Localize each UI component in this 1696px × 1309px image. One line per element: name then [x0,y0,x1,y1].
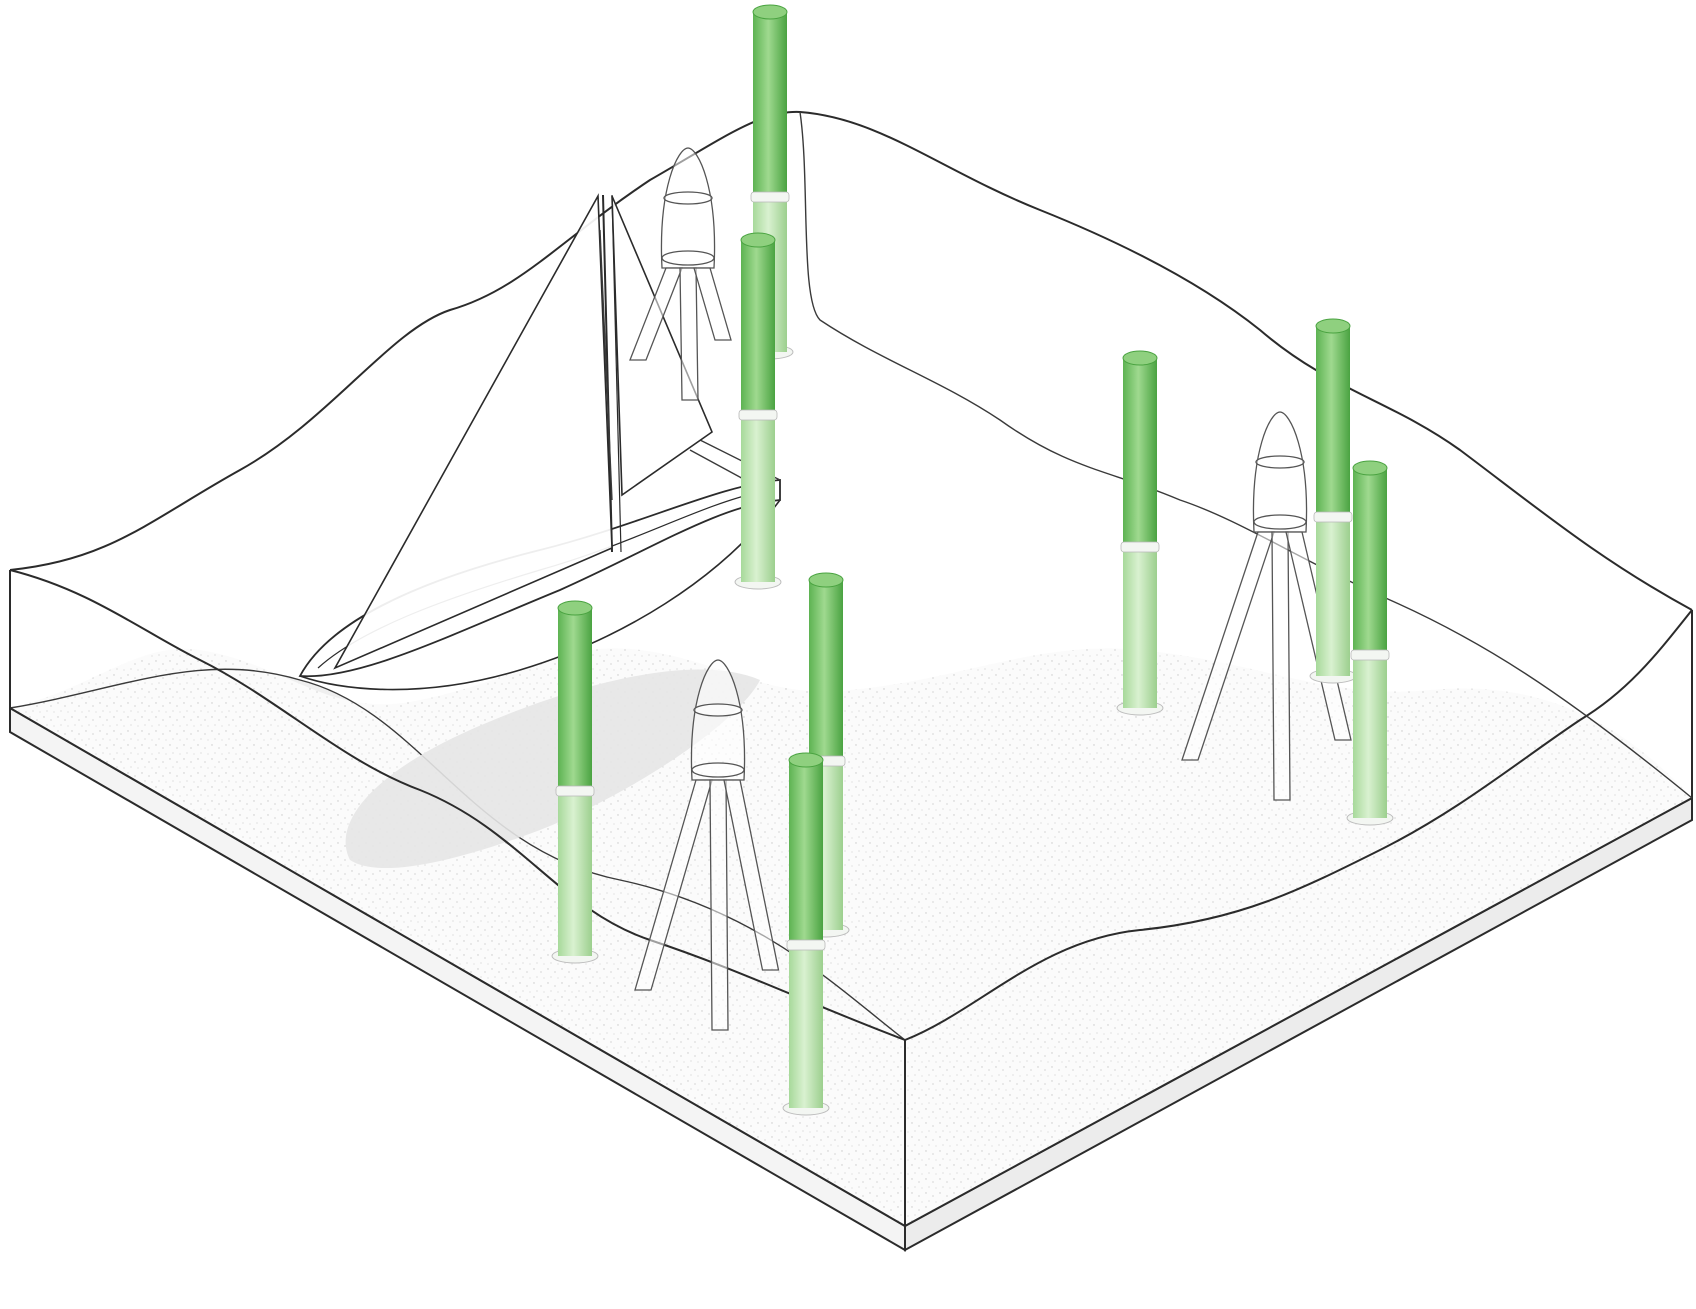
pile-collar [556,786,594,796]
pile-cap [1353,461,1387,475]
tripod-leg [1272,532,1290,800]
tripod-leg [694,268,731,340]
pile-cap [809,573,843,587]
monopile [1347,461,1393,825]
pile-collar [787,940,825,950]
pile-cap [789,753,823,767]
pile-collar [1314,512,1352,522]
pile-upper [753,12,787,196]
monopile [1117,351,1163,715]
monopile [735,233,781,589]
pile-collar [1351,650,1389,660]
tripod-ring [1256,456,1304,468]
tripod-head [661,148,714,268]
pile-upper [558,608,592,790]
pile-upper [809,580,843,760]
monopile [552,601,598,963]
tripod-ring [664,192,712,204]
tripod-head [1253,412,1306,532]
tripod-leg [680,268,698,400]
pile-cap [741,233,775,247]
pile-lower [789,944,823,1108]
pile-collar [739,410,777,420]
pile-collar [751,192,789,202]
pile-upper [1353,468,1387,654]
pile-lower [558,790,592,956]
tripod-ring [694,704,742,716]
monopile [1310,319,1356,683]
pile-lower [1353,654,1387,818]
tripod-ring [692,763,744,777]
tripod-leg [710,780,728,1030]
tripod-ring [662,251,714,265]
pile-upper [1123,358,1157,546]
pile-upper [741,240,775,414]
pile-cap [558,601,592,615]
tripod-ring [1254,515,1306,529]
pile-collar [1121,542,1159,552]
pile-cap [753,5,787,19]
pile-lower [741,414,775,582]
pile-upper [789,760,823,944]
monopile [783,753,829,1115]
pile-cap [1316,319,1350,333]
pile-lower [1316,516,1350,676]
pile-cap [1123,351,1157,365]
pile-lower [1123,546,1157,708]
pile-upper [1316,326,1350,516]
